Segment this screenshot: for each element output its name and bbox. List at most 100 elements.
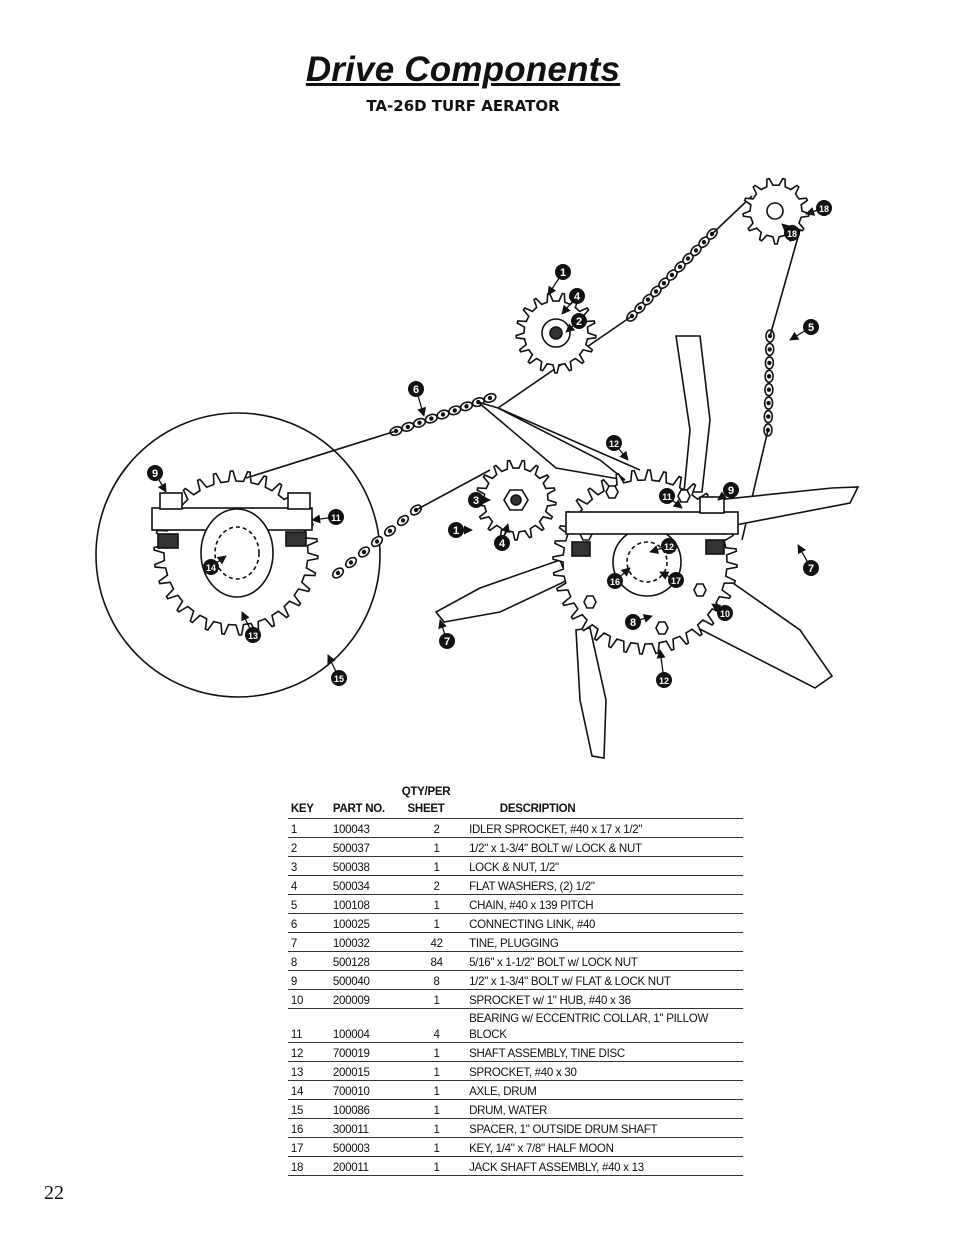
callout-10: 10 — [711, 603, 733, 621]
svg-text:4: 4 — [574, 291, 581, 303]
part-number: 100086 — [332, 1099, 397, 1119]
callout-7: 7 — [438, 619, 455, 649]
part-qty: 1 — [396, 1156, 456, 1176]
part-key: 17 — [288, 1137, 333, 1157]
svg-text:3: 3 — [473, 495, 479, 507]
part-description: SHAFT ASSEMBLY, TINE DISC — [455, 1042, 744, 1062]
part-key: 3 — [288, 856, 333, 876]
svg-text:1: 1 — [453, 525, 459, 537]
svg-text:15: 15 — [334, 674, 344, 684]
part-number: 100108 — [332, 894, 397, 914]
part-description: IDLER SPROCKET, #40 x 17 x 1/2" — [455, 818, 744, 838]
part-description: AXLE, DRUM — [455, 1080, 744, 1100]
callout-17: 17 — [659, 571, 684, 588]
svg-text:12: 12 — [609, 439, 619, 449]
part-qty: 1 — [396, 1137, 456, 1157]
part-description: 1/2" x 1-3/4" BOLT w/ FLAT & LOCK NUT — [455, 970, 744, 990]
part-key: 5 — [288, 894, 333, 914]
part-number: 500128 — [332, 951, 397, 971]
svg-text:13: 13 — [248, 631, 258, 641]
callout-5: 5 — [789, 319, 819, 341]
svg-text:11: 11 — [331, 513, 341, 523]
bearing-bracket-right — [565, 511, 739, 535]
part-qty: 1 — [396, 856, 456, 876]
part-key: 2 — [288, 837, 333, 857]
tine-disc-tines — [434, 335, 860, 759]
part-description: FLAT WASHERS, (2) 1/2" — [455, 875, 744, 895]
callout-9: 9 — [717, 482, 739, 501]
callout-11: 11 — [659, 488, 683, 509]
part-key: 16 — [288, 1118, 333, 1138]
part-description: 5/16" x 1-1/2" BOLT w/ LOCK NUT — [455, 951, 744, 971]
svg-text:18: 18 — [787, 229, 797, 239]
svg-text:12: 12 — [664, 542, 674, 552]
part-number: 500034 — [332, 875, 397, 895]
part-description: SPROCKET, #40 x 30 — [455, 1061, 744, 1081]
svg-text:18: 18 — [819, 204, 829, 214]
part-qty: 1 — [396, 913, 456, 933]
part-number: 700019 — [332, 1042, 397, 1062]
part-key: 12 — [288, 1042, 333, 1062]
col-part-no: PART NO. — [332, 801, 397, 819]
part-description: SPACER, 1" OUTSIDE DRUM SHAFT — [455, 1118, 744, 1138]
callout-12: 12 — [606, 435, 629, 461]
callout-18: 18 — [781, 223, 800, 241]
callout-11: 11 — [311, 509, 344, 525]
callout-18: 18 — [805, 200, 832, 216]
svg-text:4: 4 — [499, 538, 506, 550]
callout-12: 12 — [649, 538, 677, 554]
part-number: 100004 — [332, 1008, 397, 1043]
part-key: 9 — [288, 970, 333, 990]
part-qty: 4 — [396, 1008, 456, 1043]
callout-1: 1 — [547, 264, 571, 296]
svg-text:14: 14 — [206, 563, 216, 573]
part-key: 1 — [288, 818, 333, 838]
chain-right — [497, 195, 801, 541]
part-description: 1/2" x 1-3/4" BOLT w/ LOCK & NUT — [455, 837, 744, 857]
svg-text:12: 12 — [659, 676, 669, 686]
svg-text:8: 8 — [630, 617, 636, 629]
callout-3: 3 — [468, 492, 491, 508]
callout-4: 4 — [561, 288, 585, 315]
part-number: 500040 — [332, 970, 397, 990]
part-key: 13 — [288, 1061, 333, 1081]
svg-text:17: 17 — [671, 576, 681, 586]
callout-6: 6 — [408, 381, 427, 417]
svg-text:7: 7 — [444, 636, 450, 648]
part-key: 10 — [288, 989, 333, 1009]
page-title: Drive Components — [305, 50, 621, 89]
part-qty: 1 — [396, 1061, 456, 1081]
svg-text:6: 6 — [413, 384, 419, 396]
part-qty: 2 — [396, 875, 456, 895]
col-description: DESCRIPTION — [455, 801, 744, 819]
part-number: 100032 — [332, 932, 397, 952]
part-qty: 1 — [396, 894, 456, 914]
part-key: 6 — [288, 913, 333, 933]
svg-text:1: 1 — [560, 267, 566, 279]
col-qty-bottom: SHEET — [396, 801, 456, 819]
col-key: KEY — [288, 801, 333, 819]
part-qty: 8 — [396, 970, 456, 990]
part-qty: 1 — [396, 1080, 456, 1100]
part-number: 500038 — [332, 856, 397, 876]
part-qty: 2 — [396, 818, 456, 838]
part-key: 11 — [288, 1008, 333, 1043]
svg-text:5: 5 — [808, 322, 814, 334]
svg-text:11: 11 — [662, 492, 672, 502]
part-description: JACK SHAFT ASSEMBLY, #40 x 13 — [455, 1156, 744, 1176]
part-key: 8 — [288, 951, 333, 971]
